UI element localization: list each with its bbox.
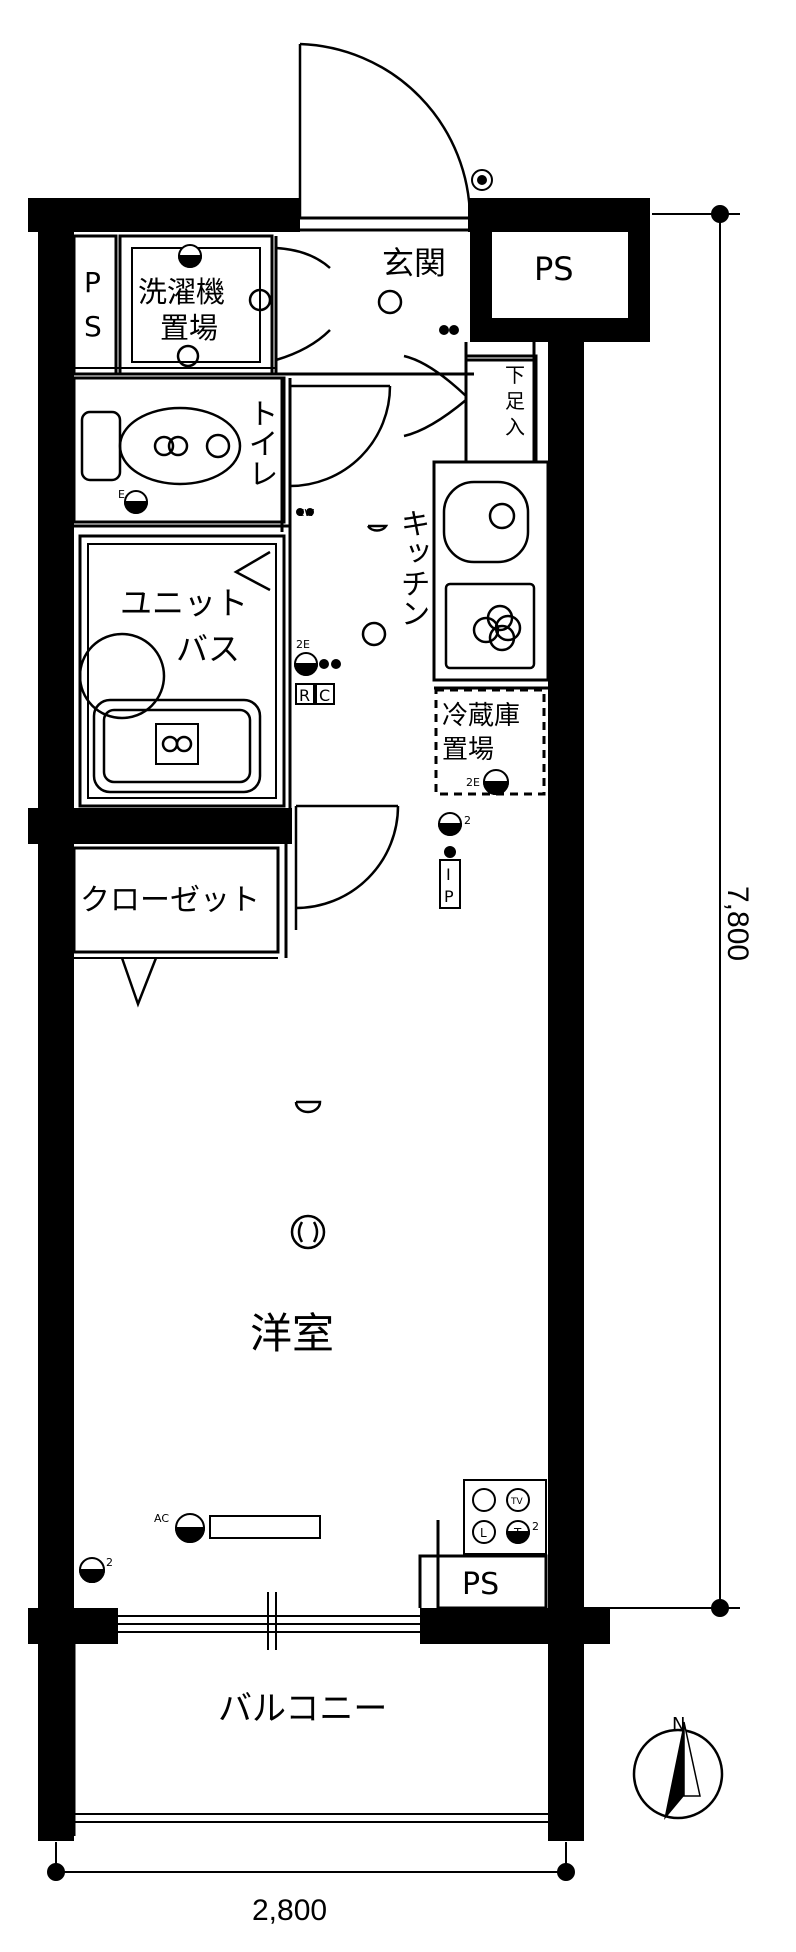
shoe-label-3: 入 xyxy=(505,415,525,439)
wall-balcony-left xyxy=(28,1608,118,1644)
fixtures xyxy=(78,288,536,1250)
width-dimension-label: 2,800 xyxy=(252,1894,327,1927)
rc-box-r xyxy=(295,683,315,705)
kitchen-label: キッチン xyxy=(395,508,430,628)
toilet-label: トイレ xyxy=(243,398,278,488)
fridge-label-2: 置場 xyxy=(442,735,494,765)
outlet-25-label: 2E xyxy=(466,776,480,789)
wash-basin-icon xyxy=(78,632,166,720)
ac-sleeve xyxy=(209,1515,321,1539)
bath-label-1: ユニット xyxy=(120,584,248,622)
ps-bottom-label: PS xyxy=(462,1567,499,1602)
stove-icon xyxy=(444,582,536,670)
toilet-tank-icon xyxy=(80,410,122,482)
wall-ps-right xyxy=(628,198,650,340)
ac-label: AC xyxy=(154,1512,169,1525)
outlet-corner xyxy=(78,1557,106,1583)
wall-right xyxy=(548,340,584,1841)
ip-i-label: I xyxy=(446,865,451,884)
depth-dimension-label: 7,800 xyxy=(721,886,754,961)
washer-label-1: 洗濯機 xyxy=(138,275,225,309)
bathtub-icon xyxy=(92,698,262,794)
wall-left xyxy=(38,198,74,1841)
closet-label: クローゼット xyxy=(80,883,260,918)
shoe-label-1: 下 xyxy=(505,363,525,387)
room-labels: 玄関 洗濯機 置場 P S PS 下 足 入 トイレ ユニット バス キッチン … xyxy=(80,244,574,1729)
wall-balcony-right xyxy=(420,1608,610,1644)
toilet-room xyxy=(72,376,286,524)
kitchen-counter xyxy=(432,460,550,682)
outlets xyxy=(78,169,531,1583)
ps-left-box xyxy=(72,234,118,376)
wall-ps-bottom xyxy=(470,318,650,342)
rc-c-label: C xyxy=(319,686,330,705)
tv-label: TV xyxy=(510,1497,523,1507)
outlet-toilet xyxy=(123,490,149,514)
outlet-kitchen xyxy=(293,652,319,676)
rc-r-label: R xyxy=(299,686,310,705)
compass-north-label: N xyxy=(672,1714,685,1735)
wall-ps-left xyxy=(470,198,492,340)
outlet-2-label-a: 2 xyxy=(464,814,471,827)
outlet-ew-label: EW xyxy=(298,508,314,519)
outlet-fridge xyxy=(482,769,510,795)
rc-box-c xyxy=(315,683,335,705)
interior-lines xyxy=(72,216,550,1836)
intercom-icon xyxy=(439,846,461,909)
shoe-label-2: 足 xyxy=(505,389,525,413)
kitchen-sink-icon xyxy=(442,480,530,564)
outlet-e-label: E xyxy=(118,488,125,501)
compass-icon: N xyxy=(632,1714,724,1820)
ps-left-label-1: P xyxy=(84,266,101,299)
western-room-label: 洋室 xyxy=(250,1309,334,1358)
bath-room xyxy=(78,534,286,808)
bath-label-2: バス xyxy=(176,630,240,668)
wall-top-right xyxy=(468,198,650,232)
outlet-room-door xyxy=(437,812,463,836)
tel-label: T xyxy=(513,1526,522,1540)
washer-label-2: 置場 xyxy=(160,311,218,345)
closet-box xyxy=(72,846,280,954)
ps-bottom-box xyxy=(436,1554,548,1610)
dimension-width xyxy=(47,1842,575,1881)
outlet-tv xyxy=(472,1488,531,1544)
ip-p-label: P xyxy=(444,887,454,906)
media-box xyxy=(463,1479,547,1555)
wall-mid xyxy=(28,808,292,844)
ps-top-label: PS xyxy=(534,250,574,288)
fridge-area xyxy=(434,688,546,796)
doors xyxy=(120,42,472,1008)
balcony-label: バルコニー xyxy=(218,1689,387,1729)
dimension-depth xyxy=(560,205,740,1617)
entrance-label: 玄関 xyxy=(382,244,446,282)
outlet-washer xyxy=(177,244,203,268)
lan-label: L xyxy=(480,1526,487,1540)
symbol-labels: R C I P AC 2E 2E E EW 2 2 2 TV L T xyxy=(106,488,539,1569)
outlet-2-label-b: 2 xyxy=(106,1556,113,1569)
fridge-label-1: 冷蔵庫 xyxy=(442,701,520,731)
outlet-2-label-c: 2 xyxy=(532,1520,539,1533)
walls xyxy=(28,198,650,1841)
outlet-ac xyxy=(174,1513,206,1543)
outlet-2e-label: 2E xyxy=(296,638,310,651)
ps-left-label-2: S xyxy=(84,310,102,343)
toilet-bowl-icon xyxy=(118,406,242,486)
shoe-box xyxy=(464,354,538,464)
